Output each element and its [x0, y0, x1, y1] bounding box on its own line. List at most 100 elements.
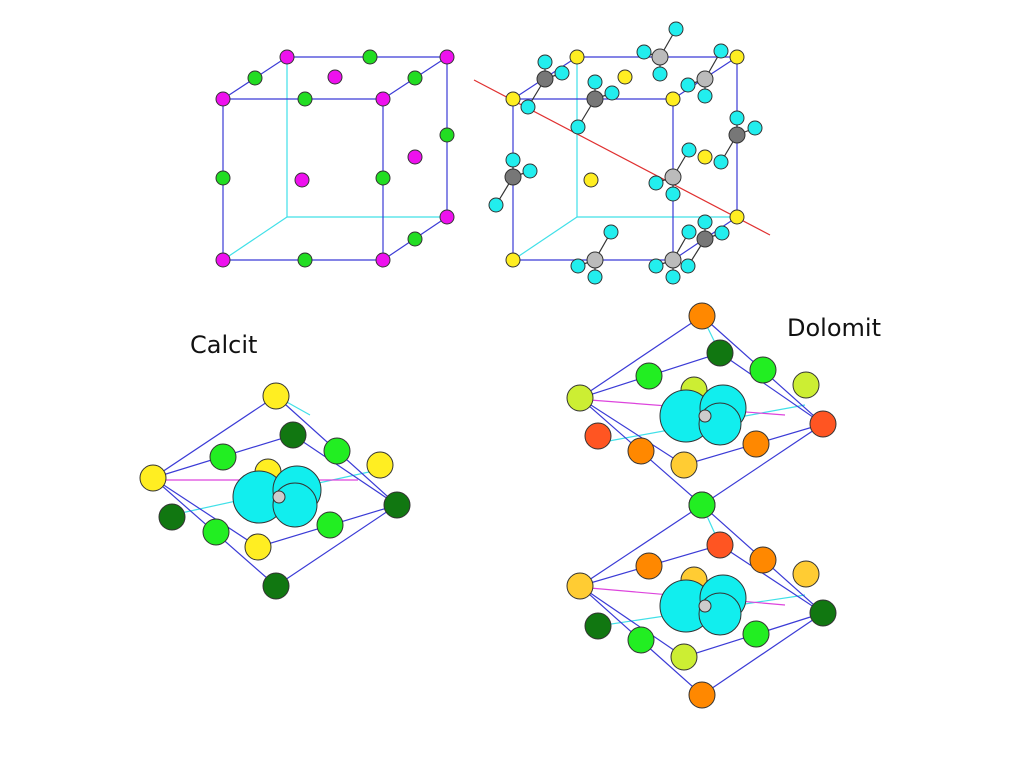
cyan-atom — [652, 66, 668, 82]
green-ca-atom — [316, 511, 344, 539]
yellow-atom — [729, 49, 745, 65]
cyan-atom — [680, 77, 696, 93]
carbon-atom — [698, 409, 712, 423]
orange-atom — [627, 437, 655, 465]
orange-atom — [742, 430, 770, 458]
green-atom — [215, 170, 231, 186]
molecular-cube — [473, 21, 771, 285]
cyan-atom — [713, 154, 729, 170]
cyan-atom — [681, 224, 697, 240]
cyan-atom — [537, 54, 553, 70]
yellow-atom — [505, 252, 521, 268]
magenta-atom — [439, 209, 455, 225]
gray-atom — [504, 168, 522, 186]
gray-atom — [696, 70, 714, 88]
cyan-atom — [680, 258, 696, 274]
orange-atom — [688, 302, 716, 330]
gray-atom — [651, 48, 669, 66]
green-atom — [362, 49, 378, 65]
cyan-atom — [587, 74, 603, 90]
gray-atom — [728, 126, 746, 144]
green-ca-atom — [742, 620, 770, 648]
cyan-atom — [603, 224, 619, 240]
green-atom — [375, 170, 391, 186]
cyan-atom — [604, 85, 620, 101]
dark-green-ca-atom — [262, 572, 290, 600]
cyan-atom — [522, 163, 538, 179]
back-edge — [222, 216, 288, 261]
cyan-atom — [505, 152, 521, 168]
cyan-atom — [668, 21, 684, 37]
cyan-atom — [648, 258, 664, 274]
cyan-atom — [697, 88, 713, 104]
orange-atom — [688, 681, 716, 709]
fcc-cube — [215, 49, 455, 268]
cyan-atom — [520, 99, 536, 115]
orange-atom — [635, 552, 663, 580]
cyan-atom — [636, 44, 652, 60]
gray-atom — [664, 168, 682, 186]
magenta-atom — [279, 49, 295, 65]
red-orange-atom — [809, 410, 837, 438]
yellow-ca-atom — [262, 382, 290, 410]
dark-green-ca-atom — [279, 421, 307, 449]
yellow-ca-atom — [244, 533, 272, 561]
cyan-atom — [587, 269, 603, 285]
oxygen-atom — [698, 402, 742, 446]
oxygen-atom — [272, 482, 318, 528]
gray-atom — [586, 251, 604, 269]
cyan-atom — [697, 214, 713, 230]
magenta-atom — [375, 252, 391, 268]
gray-atom — [664, 251, 682, 269]
dolomit-lower-cell — [566, 491, 837, 709]
yellow-green-atom — [566, 384, 594, 412]
cyan-atom — [681, 142, 697, 158]
cyan-atom — [554, 65, 570, 81]
back-edge — [512, 216, 578, 261]
yellow-atom — [665, 91, 681, 107]
yellow-atom — [583, 172, 599, 188]
green-ca-atom — [749, 356, 777, 384]
yellow-ca-atom — [139, 464, 167, 492]
yellow-atom — [505, 91, 521, 107]
yellow-atom — [729, 209, 745, 225]
dark-green-ca-atom — [809, 599, 837, 627]
gray-atom — [696, 230, 714, 248]
yellow-green-atom — [670, 643, 698, 671]
oxygen-atom — [698, 592, 742, 636]
yellow-green-atom — [792, 371, 820, 399]
carbon-atom — [698, 599, 712, 613]
green-ca-atom — [635, 362, 663, 390]
red-orange-atom — [706, 531, 734, 559]
magenta-atom — [294, 172, 310, 188]
dark-green-ca-atom — [584, 612, 612, 640]
green-atom — [297, 91, 313, 107]
calcit-label: Calcit — [190, 331, 258, 359]
red-orange-atom — [584, 422, 612, 450]
green-ca-atom — [323, 437, 351, 465]
cyan-atom — [747, 120, 763, 136]
green-ca-atom — [202, 518, 230, 546]
orange-atom — [749, 546, 777, 574]
magenta-atom — [327, 69, 343, 85]
calcit-cell — [139, 382, 411, 600]
gold-atom — [670, 451, 698, 479]
cyan-atom — [713, 43, 729, 59]
cyan-atom — [488, 197, 504, 213]
green-atom — [439, 127, 455, 143]
cyan-atom — [714, 225, 730, 241]
dark-green-ca-atom — [158, 503, 186, 531]
gray-atom — [536, 70, 554, 88]
cyan-atom — [570, 119, 586, 135]
green-ca-atom — [688, 491, 716, 519]
gold-atom — [792, 560, 820, 588]
green-atom — [407, 231, 423, 247]
cyan-atom — [665, 186, 681, 202]
yellow-atom — [617, 69, 633, 85]
green-ca-atom — [209, 443, 237, 471]
yellow-atom — [697, 149, 713, 165]
green-atom — [297, 252, 313, 268]
green-atom — [247, 70, 263, 86]
magenta-atom — [439, 49, 455, 65]
